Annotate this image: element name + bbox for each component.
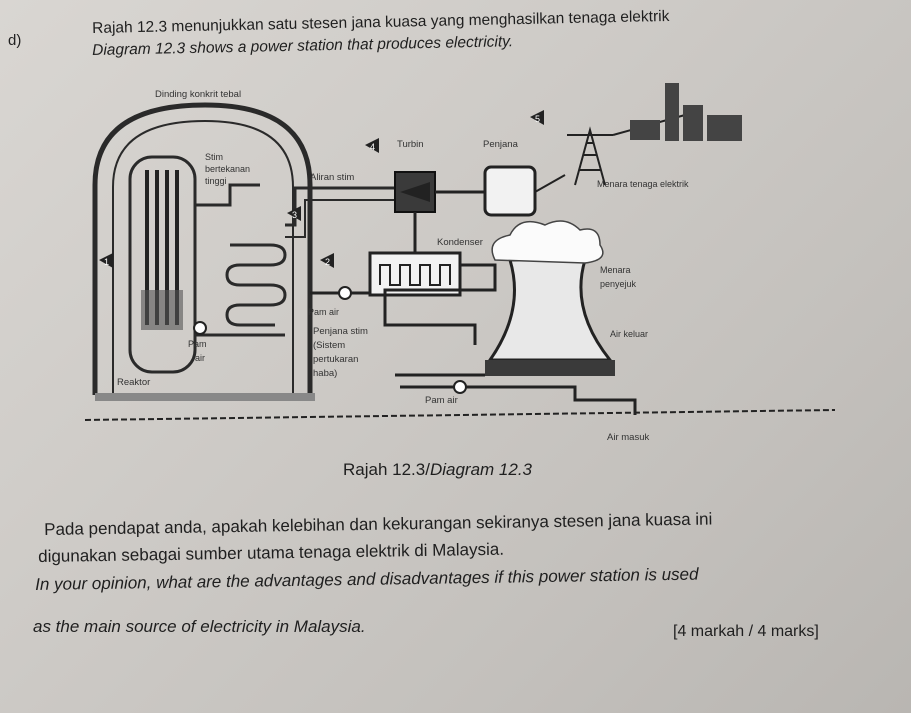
question-letter: d) <box>8 32 22 49</box>
label-steam-2: bertekanan <box>205 164 250 174</box>
city-buildings <box>630 83 742 141</box>
label-condenser: Kondenser <box>437 237 483 248</box>
diagram-caption: Rajah 12.3/Diagram 12.3 <box>343 460 532 480</box>
caption-malay: Rajah 12.3/ <box>343 460 430 479</box>
marker-4: 4 <box>365 138 379 153</box>
label-pump-2: air <box>195 353 205 363</box>
label-water-out: Air keluar <box>610 329 648 339</box>
label-exchanger-2: (Sistem <box>313 340 345 351</box>
water-pump-bottom <box>453 380 467 394</box>
intro-english: Diagram 12.3 shows a power station that … <box>92 33 514 59</box>
marker-3: 3 <box>287 206 301 221</box>
marker-5: 5 <box>530 110 544 125</box>
svg-text:5: 5 <box>535 114 540 124</box>
steam-generator-coil <box>225 243 287 327</box>
marker-2: 2 <box>320 253 334 268</box>
cooling-tower <box>487 258 614 362</box>
label-water-in: Air masuk <box>607 432 649 443</box>
caption-english: Diagram 12.3 <box>429 460 533 479</box>
label-tower-1: Menara <box>600 265 631 275</box>
label-water-pump-left: Pam air <box>308 307 339 317</box>
steam-cloud <box>491 220 604 264</box>
label-pylon: Menara tenaga elektrik <box>597 179 689 189</box>
containment-wall <box>92 102 313 395</box>
label-reactor: Reaktor <box>117 377 150 388</box>
label-generator: Penjana <box>483 139 519 150</box>
label-wall: Dinding konkrit tebal <box>155 89 241 100</box>
label-exchanger-3: pertukaran <box>313 354 358 365</box>
svg-text:1: 1 <box>104 257 109 267</box>
label-turbine: Turbin <box>397 139 424 150</box>
svg-text:2: 2 <box>325 257 330 267</box>
marks-allocation: [4 markah / 4 marks] <box>673 623 819 640</box>
label-steam-3: tinggi <box>205 176 227 186</box>
svg-text:3: 3 <box>292 210 297 220</box>
power-station-diagram: 1 2 3 4 5 Dinding konkrit tebal Stim ber… <box>84 83 835 443</box>
intro-malay: Rajah 12.3 menunjukkan satu stesen jana … <box>92 7 670 37</box>
water-pump-left <box>338 286 352 300</box>
svg-text:4: 4 <box>370 142 375 152</box>
label-exchanger-4: haba) <box>313 368 337 379</box>
label-steam-flow: Aliran stim <box>310 172 354 183</box>
primary-pump <box>193 321 207 335</box>
label-steam-1: Stim <box>205 152 223 162</box>
prompt-line-1: Pada pendapat anda, apakah kelebihan dan… <box>44 509 713 539</box>
ground-line <box>84 409 835 421</box>
prompt-line-3: In your opinion, what are the advantages… <box>35 564 699 594</box>
generator <box>483 165 537 217</box>
condenser <box>368 251 462 297</box>
prompt-line-2: digunakan sebagai sumber utama tenaga el… <box>38 539 505 566</box>
label-water-pump-bottom: Pam air <box>425 395 458 406</box>
prompt-line-4: as the main source of electricity in Mal… <box>33 617 366 636</box>
reactor-vessel <box>128 155 197 374</box>
label-pump-1: Pam <box>188 339 207 349</box>
label-tower-2: penyejuk <box>600 279 637 289</box>
marker-1: 1 <box>99 253 113 268</box>
label-exchanger-1: Penjana stim <box>313 326 368 337</box>
